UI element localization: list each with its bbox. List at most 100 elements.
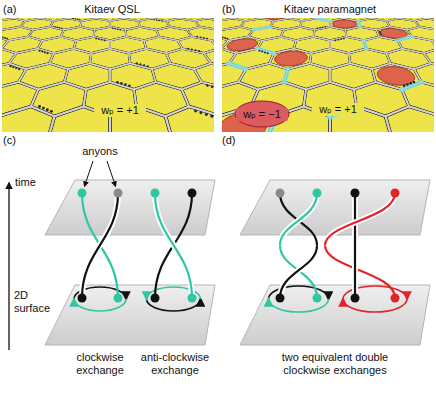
majorana-dot — [413, 81, 415, 83]
plaquette — [402, 82, 434, 116]
bond-bar — [149, 18, 179, 21]
majorana-dot — [210, 115, 213, 118]
majorana-dot — [139, 63, 141, 65]
majorana-dot — [9, 65, 11, 67]
worldline — [82, 193, 118, 298]
excited-bond — [358, 21, 360, 27]
majorana-dot — [206, 38, 208, 40]
majorana-dot — [161, 20, 163, 22]
anyon — [313, 189, 322, 198]
bond-bar — [2, 106, 54, 132]
majorana-dot — [128, 85, 130, 87]
worldline — [280, 193, 317, 246]
majorana-dot — [194, 49, 196, 51]
bond-bar — [41, 18, 71, 21]
panel-title: Kitaev QSL — [52, 3, 172, 16]
bond-bar — [14, 18, 45, 21]
bond-bar — [222, 18, 238, 21]
bond-bar — [289, 18, 317, 21]
bond-bar — [422, 18, 434, 21]
worldline — [82, 193, 118, 298]
surface-plane — [240, 285, 430, 345]
bond-bar — [2, 106, 54, 132]
plaquette — [175, 18, 206, 21]
majorana-dot — [187, 48, 189, 50]
majorana-dot — [335, 39, 337, 41]
majorana-dot — [47, 52, 49, 54]
majorana-dot — [116, 81, 118, 83]
majorana-dot — [79, 19, 80, 20]
majorana-dot — [136, 62, 138, 64]
majorana-dot — [18, 68, 20, 70]
bond-bar — [289, 18, 317, 21]
bond-bar — [386, 106, 434, 132]
worldline — [280, 246, 317, 299]
plaquette — [96, 18, 124, 21]
anyon — [78, 294, 87, 303]
honeycomb-lattice — [2, 18, 214, 132]
majorana-dot — [38, 50, 40, 52]
anyon — [188, 189, 197, 198]
majorana-dot — [261, 51, 263, 53]
worldline — [155, 193, 192, 298]
majorana-dot — [203, 37, 205, 39]
majorana-dot — [206, 84, 208, 86]
anyon — [151, 189, 160, 198]
majorana-dot — [54, 26, 56, 28]
majorana-dot — [12, 66, 14, 68]
excited-bond — [253, 27, 270, 30]
bond-bar — [229, 49, 274, 69]
bond-bar — [175, 18, 206, 21]
flux-disk — [332, 20, 356, 28]
honeycomb-lattice — [222, 18, 434, 132]
bond-bar — [149, 18, 179, 21]
majorana-dot — [42, 107, 45, 110]
majorana-dot — [191, 48, 193, 50]
majorana-dot — [120, 29, 122, 31]
majorana-dot — [258, 50, 260, 52]
bond-bar — [369, 18, 399, 21]
majorana-dot — [264, 51, 266, 53]
bond-bar — [316, 18, 344, 21]
anyon — [313, 294, 322, 303]
majorana-dot — [319, 27, 321, 29]
majorana-dot — [159, 20, 161, 22]
panel-letter: (c) — [3, 134, 16, 147]
bond-bar — [166, 106, 214, 132]
majorana-dot — [199, 111, 202, 114]
worldline-gap — [352, 193, 358, 298]
bond-bar — [69, 18, 97, 21]
anyon — [351, 189, 360, 198]
plaquette — [395, 18, 426, 21]
majorana-dot — [75, 18, 76, 19]
plaquette — [234, 18, 265, 21]
excited-bond — [364, 40, 366, 48]
panel-letter: (d) — [222, 134, 235, 147]
anyon — [151, 294, 160, 303]
majorana-dot — [46, 108, 49, 111]
bond-bar — [431, 37, 434, 54]
majorana-dot — [77, 19, 78, 20]
anyon — [114, 294, 123, 303]
caption-label: two equivalent double clockwise exchange… — [260, 351, 410, 377]
axis-label: time — [15, 176, 36, 189]
worldline — [325, 193, 395, 246]
worldline-gap — [280, 193, 317, 246]
bond-bar — [2, 18, 18, 21]
majorana-dot — [403, 85, 405, 87]
bond-bar — [175, 18, 206, 21]
plaquette-label: wₚ = +1 — [312, 103, 364, 116]
plaquette — [14, 18, 45, 21]
bond-bar — [369, 18, 399, 21]
majorana-dot — [4, 37, 6, 39]
flux-disk — [235, 101, 289, 127]
leader-line — [107, 161, 116, 186]
panel-title: Kitaev paramagnet — [260, 3, 400, 16]
bond-bar — [402, 82, 434, 116]
majorana-dot — [406, 83, 408, 85]
panel-letter: (a) — [3, 3, 16, 16]
majorana-dot — [340, 38, 342, 40]
majorana-dot — [324, 26, 326, 28]
worldline — [325, 246, 395, 299]
